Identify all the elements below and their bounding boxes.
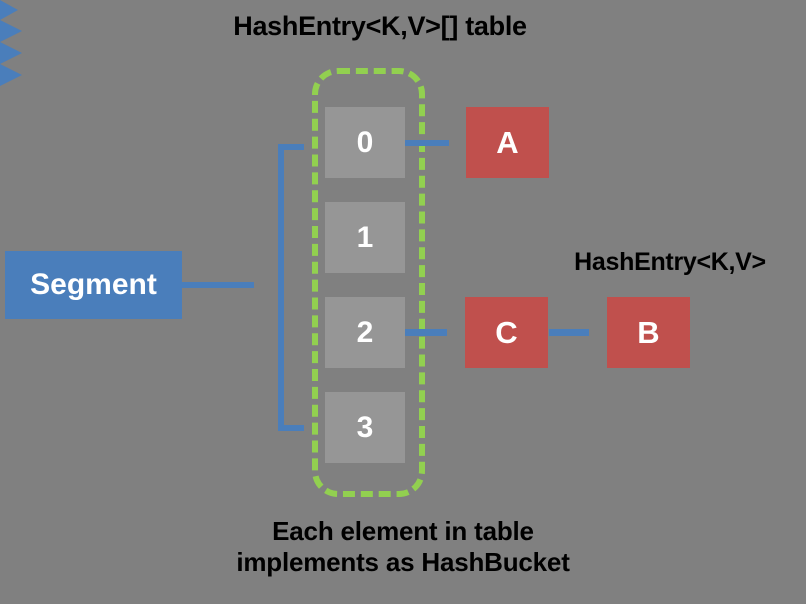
caption-line-1: Each element in table [272,516,534,546]
bucket0-to-a-arrowhead [0,20,22,42]
bucket-cell-0[interactable]: 0 [325,107,405,178]
bucket-cell-3[interactable]: 3 [325,392,405,463]
bucket-cell-2[interactable]: 2 [325,297,405,368]
segment-connector-arrowhead [0,0,18,20]
entry-box-a[interactable]: A [466,107,549,178]
table-bracket-vertical [278,144,284,431]
bucket2-to-c-arrowhead [0,42,22,64]
caption-line-2: implements as HashBucket [236,547,570,578]
c-to-b-line [549,329,589,336]
segment-connector-line [182,282,254,288]
bucket0-to-a-line [405,140,449,146]
entry-box-c[interactable]: C [465,297,548,368]
caption: Each element in table implements as Hash… [0,516,806,581]
bucket2-to-c-line [405,329,447,336]
hash-table-container [312,68,425,497]
entry-box-b[interactable]: B [607,297,690,368]
hashentry-group-label: HashEntry<K,V> [574,248,766,276]
table-bracket-top [278,144,304,150]
c-to-b-arrowhead [0,64,22,86]
table-bracket-bottom [278,425,304,431]
page-title: HashEntry<K,V>[] table [233,11,527,41]
bucket-cell-1[interactable]: 1 [325,202,405,273]
segment-box[interactable]: Segment [5,251,182,319]
